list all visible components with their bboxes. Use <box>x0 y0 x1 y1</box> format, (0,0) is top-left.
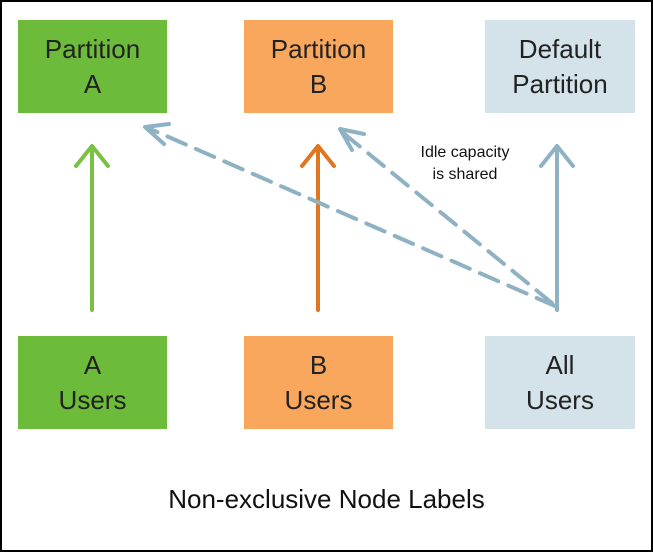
partition-a-label-line1: Partition <box>44 33 141 64</box>
partition-a-box: Partition A <box>18 20 167 113</box>
partition-b-label-line1: Partition <box>270 33 367 64</box>
b-users-label-line2: Users <box>284 384 353 415</box>
partition-a-label-line2: A <box>83 68 102 99</box>
all-users-box: All Users <box>485 336 635 429</box>
default-partition-label-line2: Partition <box>512 68 608 99</box>
idle-capacity-label-line2: is shared <box>432 166 498 183</box>
a-users-label-line1: A <box>83 349 102 380</box>
b-users-label-line1: B <box>309 349 328 380</box>
b-users-box: B Users <box>244 336 393 429</box>
idle-capacity-label-line1: Idle capacity <box>420 144 510 161</box>
default-partition-box: Default Partition <box>485 20 635 113</box>
diagram-caption: Non-exclusive Node Labels <box>168 484 485 514</box>
all-users-label-line2: Users <box>526 384 594 415</box>
default-partition-label-line1: Default <box>518 33 602 64</box>
all-users-label-line1: All <box>545 349 575 380</box>
partition-b-label-line2: B <box>309 68 328 99</box>
idle-capacity-label: Idle capacity is shared <box>400 142 530 186</box>
partition-b-box: Partition B <box>244 20 393 113</box>
a-users-box: A Users <box>18 336 167 429</box>
a-users-label-line2: Users <box>58 384 127 415</box>
